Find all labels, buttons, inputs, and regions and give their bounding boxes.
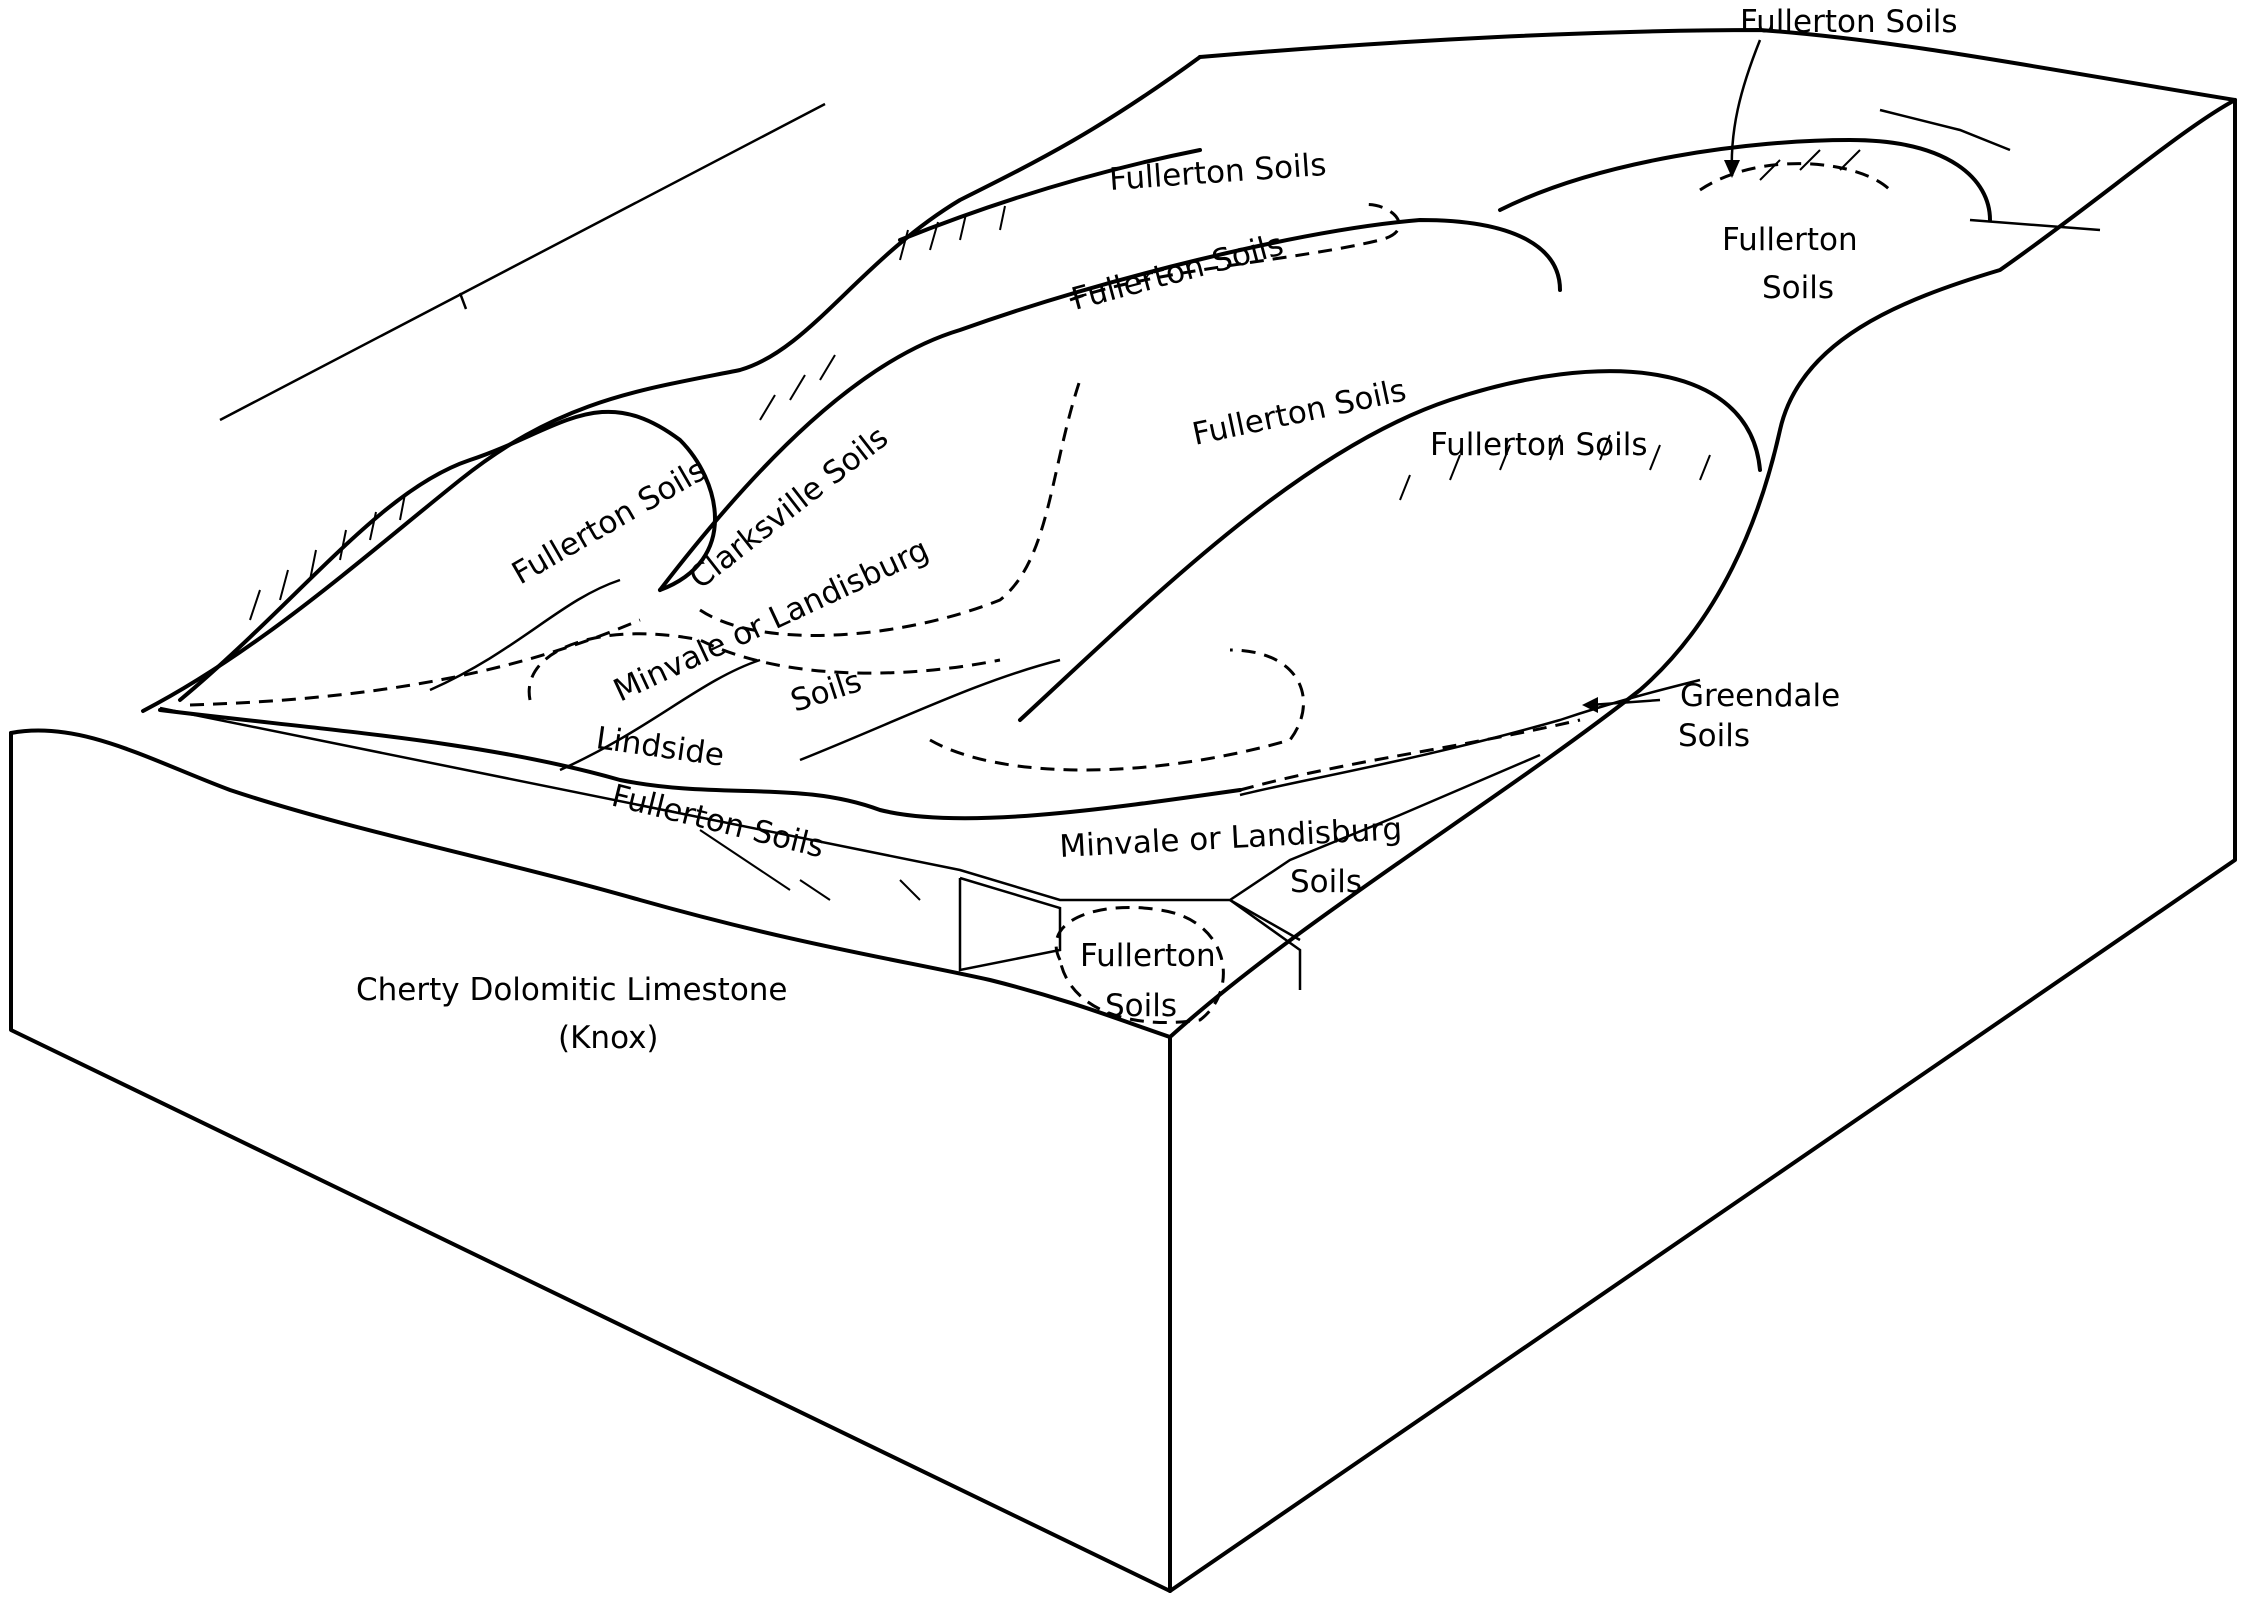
label-minvale-lower-2: Soils — [1290, 864, 1362, 900]
label-fullerton-middle: Fullerton Soils — [1189, 372, 1409, 452]
label-fullerton-back-ridge: Fullerton Soils — [1108, 147, 1327, 198]
label-fullerton-left-ridge: Fullerton Soils — [506, 452, 712, 592]
label-minvale-upper-1: Minvale or Landisburg — [608, 532, 934, 710]
label-lindside: Lindside — [594, 720, 726, 774]
label-minvale-lower-1: Minvale or Landisburg — [1059, 811, 1403, 865]
soil-labels: Fullerton Soils Fullerton Soils Fullerto… — [356, 4, 1957, 1056]
north-arrow-icon — [219, 102, 826, 422]
label-minvale-upper-2: Soils — [786, 663, 866, 719]
ridge-lines — [158, 138, 1992, 821]
label-fullerton-knob-1: Fullerton — [1722, 222, 1858, 258]
label-fullerton-sink-2: Soils — [1105, 988, 1177, 1024]
label-fullerton-sink-1: Fullerton — [1080, 938, 1216, 974]
label-fullerton-front-ridge: Fullerton Soils — [1430, 427, 1647, 463]
label-greendale-2: Soils — [1678, 718, 1750, 754]
arrow-head-icon — [1724, 160, 1740, 178]
arrow-head-icon — [1582, 697, 1598, 713]
label-fullerton-knob-2: Soils — [1762, 270, 1834, 306]
roads — [159, 108, 2101, 990]
block-outline — [9, 28, 2237, 1593]
label-fullerton-top-right: Fullerton Soils — [1740, 4, 1957, 40]
label-greendale-1: Greendale — [1680, 678, 1840, 714]
slope-hachures — [249, 149, 1861, 901]
soil-boundaries — [189, 162, 1892, 1024]
label-arrows — [1582, 39, 1762, 713]
label-fullerton-ridge-crest: Fullerton Soils — [1068, 227, 1287, 318]
label-bedrock-1: Cherty Dolomitic Limestone — [356, 972, 788, 1008]
label-bedrock-2: (Knox) — [558, 1020, 659, 1056]
